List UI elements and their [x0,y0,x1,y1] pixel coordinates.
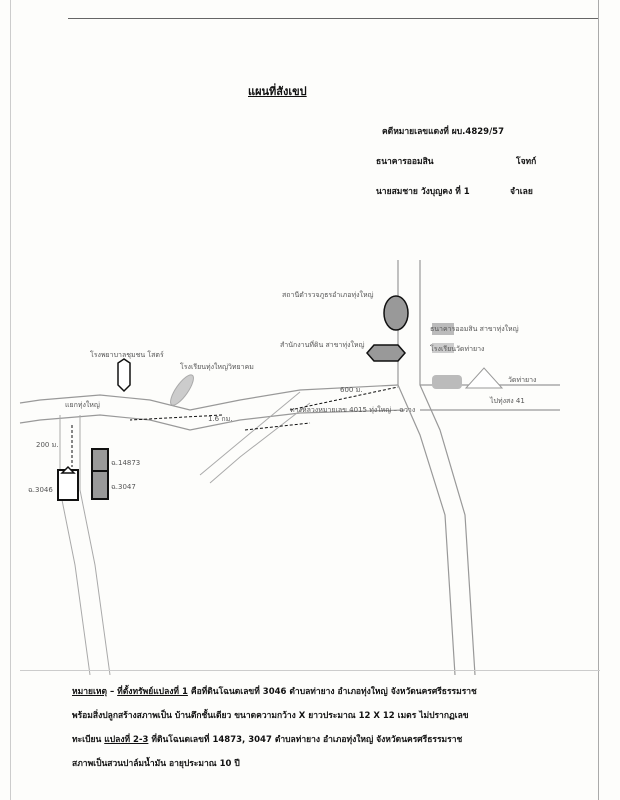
land-office-marker [366,344,406,362]
map-label: ไปทุ่งสง 41 [489,396,525,405]
map-label: สำนักงานที่ดิน สาขาทุ่งใหญ่ [280,340,365,349]
map-label: โรงเรียนวัดท่ายาง [430,344,484,353]
road-edge [199,391,301,476]
note-line: สภาพเป็นสวนปาล์มน้ำมัน อายุประมาณ 10 ปี [72,759,240,769]
plot-3-marker [91,470,109,500]
hospital-marker [117,358,131,393]
bank-marker [432,323,454,335]
note-line: พร้อมสิ่งปลูกสร้างสภาพเป็น บ้านตึกชั้นเด… [72,711,469,721]
defendant-name: นายสมชาย วังบุญคง ที่ 1 [376,187,470,197]
map-label: สถานีตำรวจภูธรอำเภอทุ่งใหญ่ [282,290,374,299]
page-title: แผนที่สังเขป [248,85,307,98]
map-label: 1.6 กม. [208,415,232,423]
map-label: ฉ.3047 [111,483,136,491]
temple-school-marker [432,375,462,389]
separator [20,670,600,671]
plaintiff-name: ธนาคารออมสิน [376,157,434,167]
note-line: ทะเบียน แปลงที่ 2-3 ที่ดินโฉนดเลขที่ 148… [72,735,463,745]
map-label: ทางหลวงหมายเลข 4015 ทุ่งใหญ่ – ฉวาง [290,405,415,414]
road-edge [397,260,456,675]
house-icon [60,465,76,474]
road-edge [79,415,111,675]
map-label: ฉ.3046 [28,486,53,494]
road-edge [59,415,91,675]
school-marker [170,374,194,406]
plaintiff-role: โจทก์ [516,157,537,167]
sketch-map: สถานีตำรวจภูธรอำเภอทุ่งใหญ่ สำนักงานที่ด… [19,260,560,675]
road-edge [209,402,311,484]
top-border [68,18,598,19]
map-label: โรงพยาบาลชุมชน โสตร์ [90,350,164,359]
map-label: 200 ม. [36,441,58,449]
map-label: ธนาคารออมสิน สาขาทุ่งใหญ่ [430,324,519,333]
distance-arrow [289,386,399,411]
map-label: แยกทุ่งใหญ่ [65,400,100,409]
map-label: วัดท่ายาง [508,376,536,384]
map-label: 600 ม. [340,386,362,394]
note-plot23: แปลงที่ 2-3 [104,735,149,745]
note-plot1: ที่ตั้งทรัพย์แปลงที่ 1 [117,687,188,697]
note-line: หมายเหตุ – ที่ตั้งทรัพย์แปลงที่ 1 คือที่… [72,687,477,697]
note-heading: หมายเหตุ [72,687,107,697]
distance-arrow [244,422,311,431]
temple-marker [464,367,504,389]
map-label: ฉ.14873 [111,459,140,467]
distance-arrow [129,414,223,421]
school2-marker [432,343,454,353]
right-border [598,0,599,800]
road-edge [19,384,399,411]
left-border [10,0,11,800]
road-edge [419,260,476,675]
case-number: คดีหมายเลขแดงที่ ผบ.4829/57 [382,127,504,137]
defendant-role: จำเลย [510,187,533,197]
plot-1-marker [57,469,79,501]
map-label: โรงเรียนทุ่งใหญ่วิทยาคม [180,362,254,371]
road-edge [19,409,406,431]
police-station-marker [383,295,409,331]
